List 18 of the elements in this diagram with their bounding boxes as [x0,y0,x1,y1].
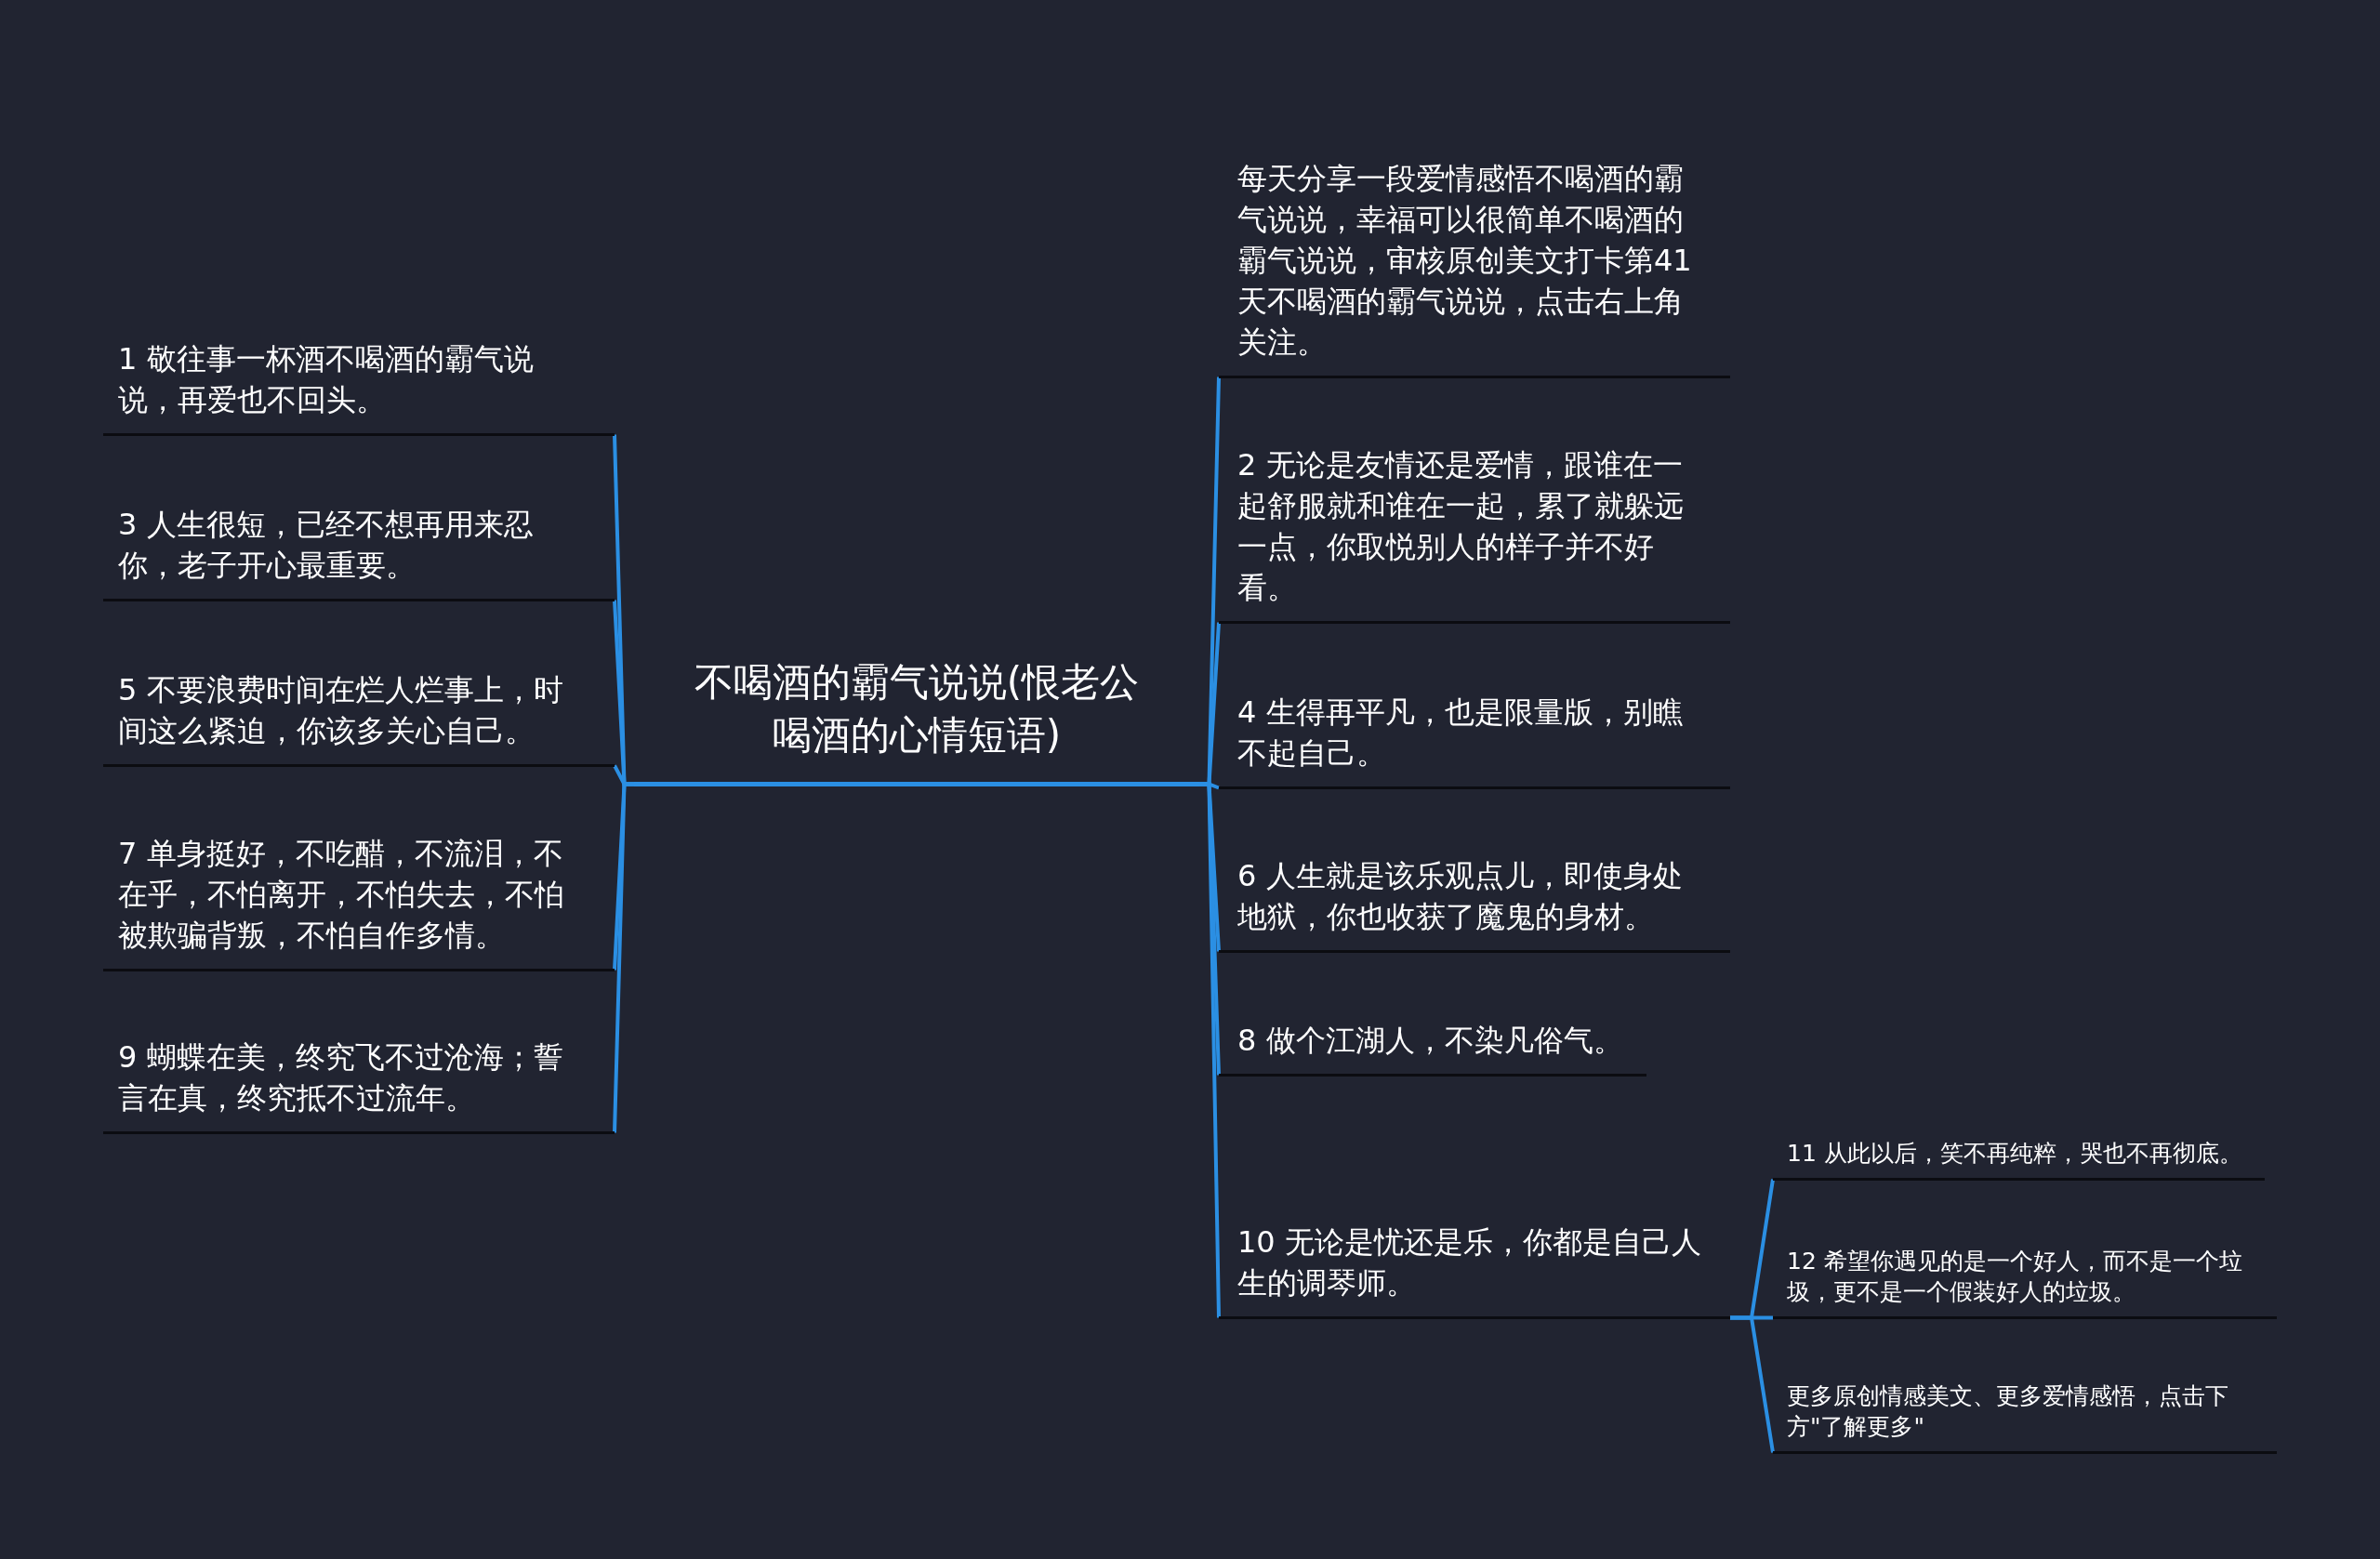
branch-topic: 4 生得再平凡，也是限量版，别瞧不起自己。 [1219,682,1730,789]
branch-topic: 7 单身挺好，不吃醋，不流泪，不在乎，不怕离开，不怕失去，不怕被欺骗背叛，不怕自作多情。 [103,824,615,971]
branch-topic: 10 无论是忧还是乐，你都是自己人生的调琴师。 [1219,1212,1730,1319]
connector-line [1730,1315,1775,1453]
branch-topic: 3 人生很短，已经不想再用来忍你，老子开心最重要。 [103,495,615,601]
branch-topic: 12 希望你遇见的是一个好人，而不是一个垃圾，更不是一个假装好人的垃圾。 [1773,1238,2277,1319]
branch-topic: 11 从此以后，笑不再纯粹，哭也不再彻底。 [1773,1130,2265,1181]
branch-topic: 5 不要浪费时间在烂人烂事上，时间这么紧迫，你该多关心自己。 [103,660,615,767]
central-topic: 不喝酒的霸气说说(恨老公喝酒的心情短语) [634,646,1199,786]
branch-topic: 2 无论是友情还是爱情，跟谁在一起舒服就和谁在一起，累了就躲远一点，你取悦别人的样子并不好看。 [1219,435,1730,624]
branch-topic: 1 敬往事一杯酒不喝酒的霸气说说，再爱也不回头。 [103,329,615,436]
connector-line [613,782,634,1133]
branch-topic: 8 做个江湖人，不染凡俗气。 [1219,1011,1646,1077]
branch-topic: 更多原创情感美文、更多爱情感悟，点击下方"了解更多" [1773,1373,2277,1454]
branch-topic: 6 人生就是该乐观点儿，即使身处地狱，你也收获了魔鬼的身材。 [1219,846,1730,953]
branch-topic: 每天分享一段爱情感悟不喝酒的霸气说说，幸福可以很简单不喝酒的霸气说说，审核原创美文打卡第41天不喝酒的霸气说说，点击右上角关注。 [1219,149,1730,378]
branch-topic: 9 蝴蝶在美，终究飞不过沧海；誓言在真，终究抵不过流年。 [103,1027,615,1134]
connector-line [1199,782,1221,1318]
